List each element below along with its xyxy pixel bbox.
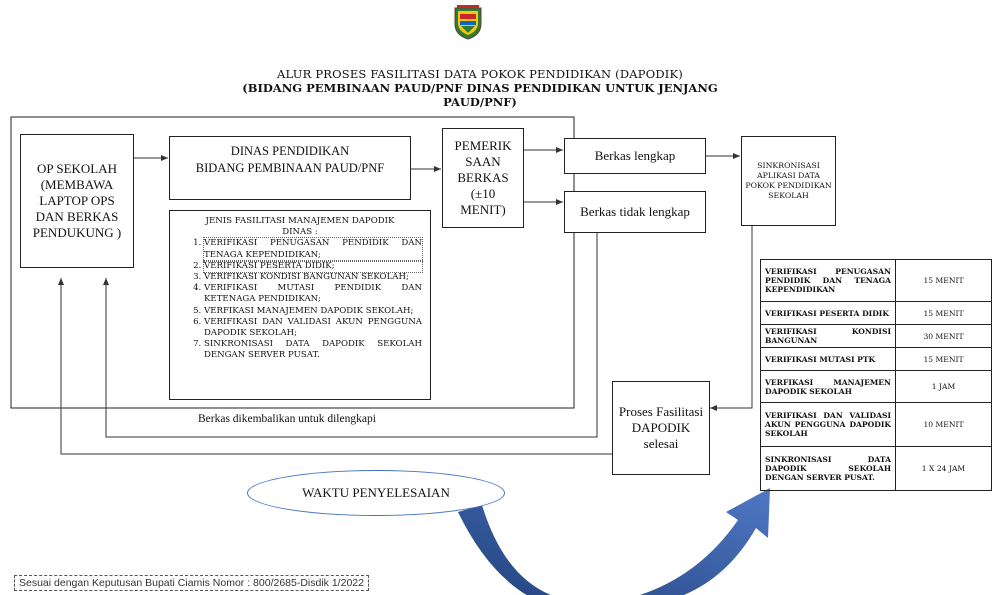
jenis-item: VERIFIKASI DAN VALIDASI AKUN PENGGUNA DA… <box>204 317 422 339</box>
durasi-value: 1 X 24 JAM <box>895 446 992 491</box>
durasi-label: VERFIKASI MANAJEMEN DAPODIK SEKOLAH <box>760 370 896 403</box>
regency-emblem-logo <box>452 4 484 40</box>
durasi-label: VERIFIKASI DAN VALIDASI AKUN PENGGUNA DA… <box>760 402 896 447</box>
table-row: VERIFIKASI PESERTA DIDIK 15 MENIT <box>760 301 992 325</box>
waktu-label: WAKTU PENYELESAIAN <box>302 485 450 500</box>
berkas-lengkap-label: Berkas lengkap <box>594 148 676 163</box>
sinkronisasi-node: SINKRONISASI APLIKASI DATA POKOK PENDIDI… <box>741 136 836 226</box>
subtitle-line-2: PAUD/PNF) <box>443 95 517 109</box>
proses-selesai-label: Proses Fasilitasi DAPODIK selesai <box>618 404 704 451</box>
durasi-value: 10 MENIT <box>895 402 992 447</box>
sinkronisasi-label: SINKRONISASI APLIKASI DATA POKOK PENDIDI… <box>745 161 832 200</box>
table-row: VERIFIKASI KONDISI BANGUNAN 30 MENIT <box>760 324 992 348</box>
jenis-item: VERFIKASI MANAJEMEN DAPODIK SEKOLAH; <box>204 306 422 317</box>
arrow-return-selesai <box>58 278 612 455</box>
table-row: VERIFIKASI PENUGASAN PENDIDIK DAN TENAGA… <box>760 259 992 302</box>
arrow-return-dikembalikan <box>103 233 598 438</box>
berkas-tidak-lengkap-node: Berkas tidak lengkap <box>564 191 706 233</box>
table-row: VERIFIKASI MUTASI PTK 15 MENIT <box>760 347 992 371</box>
durasi-value: 30 MENIT <box>895 324 992 348</box>
durasi-label: VERIFIKASI MUTASI PTK <box>760 347 896 371</box>
jenis-item: VERIFIKASI PESERTA DIDIK; <box>203 259 423 274</box>
proses-selesai-node: Proses Fasilitasi DAPODIK selesai <box>612 381 710 475</box>
outer-frame <box>10 116 575 409</box>
durasi-value: 15 MENIT <box>895 301 992 325</box>
table-row: VERIFIKASI DAN VALIDASI AKUN PENGGUNA DA… <box>760 402 992 447</box>
subtitle-line-1: (BIDANG PEMBINAAN PAUD/PNF DINAS PENDIDI… <box>242 81 718 95</box>
footer-reference: Sesuai dengan Keputusan Bupati Ciamis No… <box>14 575 369 591</box>
durasi-label: VERIFIKASI KONDISI BANGUNAN <box>760 324 896 348</box>
jenis-item: SINKRONISASI DATA DAPODIK SEKOLAH DENGAN… <box>204 339 422 361</box>
jenis-fasilitasi-list: JENIS FASILITASI MANAJEMEN DAPODIK DINAS… <box>169 210 431 400</box>
durasi-table-wrap: VERIFIKASI PENUGASAN PENDIDIK DAN TENAGA… <box>760 259 992 494</box>
berkas-lengkap-node: Berkas lengkap <box>564 138 706 174</box>
durasi-label: SINKRONISASI DATA DAPODIK SEKOLAH DENGAN… <box>760 446 896 491</box>
durasi-value: 15 MENIT <box>895 347 992 371</box>
table-row: VERFIKASI MANAJEMEN DAPODIK SEKOLAH 1 JA… <box>760 370 992 403</box>
dinas-pendidikan-node: DINAS PENDIDIKAN BIDANG PEMBINAAN PAUD/P… <box>169 136 411 200</box>
jenis-item: VERIFIKASI PENUGASAN PENDIDIK DAN TENAGA… <box>203 237 423 262</box>
waktu-curve-arrow <box>458 488 770 595</box>
waktu-penyelesaian-ellipse: WAKTU PENYELESAIAN <box>247 470 505 516</box>
dikembalikan-label: Berkas dikembalikan untuk dilengkapi <box>198 413 376 425</box>
diagram-subtitle: (BIDANG PEMBINAAN PAUD/PNF DINAS PENDIDI… <box>200 81 760 109</box>
table-row: SINKRONISASI DATA DAPODIK SEKOLAH DENGAN… <box>760 446 992 491</box>
pemeriksaan-berkas-node: PEMERIK SAAN BERKAS (±10 MENIT) <box>442 128 524 228</box>
jenis-item: VERIFIKASI KONDISI BANGUNAN SEKOLAH; <box>204 272 422 283</box>
pemeriksaan-label: PEMERIK SAAN BERKAS (±10 MENIT) <box>454 138 512 217</box>
op-sekolah-label: OP SEKOLAH (MEMBAWA LAPTOP OPS DAN BERKA… <box>32 161 122 240</box>
jenis-heading: JENIS FASILITASI MANAJEMEN DAPODIK DINAS… <box>205 216 395 238</box>
durasi-value: 15 MENIT <box>895 259 992 302</box>
durasi-table: VERIFIKASI PENUGASAN PENDIDIK DAN TENAGA… <box>760 259 992 491</box>
diagram-title: ALUR PROSES FASILITASI DATA POKOK PENDID… <box>277 67 683 81</box>
arrow-sinkronisasi-to-selesai <box>710 226 753 411</box>
durasi-label: VERIFIKASI PENUGASAN PENDIDIK DAN TENAGA… <box>760 259 896 302</box>
jenis-item: VERIFIKASI MUTASI PENDIDIK DAN KETENAGA … <box>204 283 422 305</box>
dinas-label-line-1: DINAS PENDIDIKAN <box>230 144 350 158</box>
op-sekolah-node: OP SEKOLAH (MEMBAWA LAPTOP OPS DAN BERKA… <box>20 134 134 268</box>
durasi-label: VERIFIKASI PESERTA DIDIK <box>760 301 896 325</box>
durasi-value: 1 JAM <box>895 370 992 403</box>
dinas-label-line-2: BIDANG PEMBINAAN PAUD/PNF <box>195 161 385 175</box>
berkas-tidak-lengkap-label: Berkas tidak lengkap <box>580 204 690 219</box>
